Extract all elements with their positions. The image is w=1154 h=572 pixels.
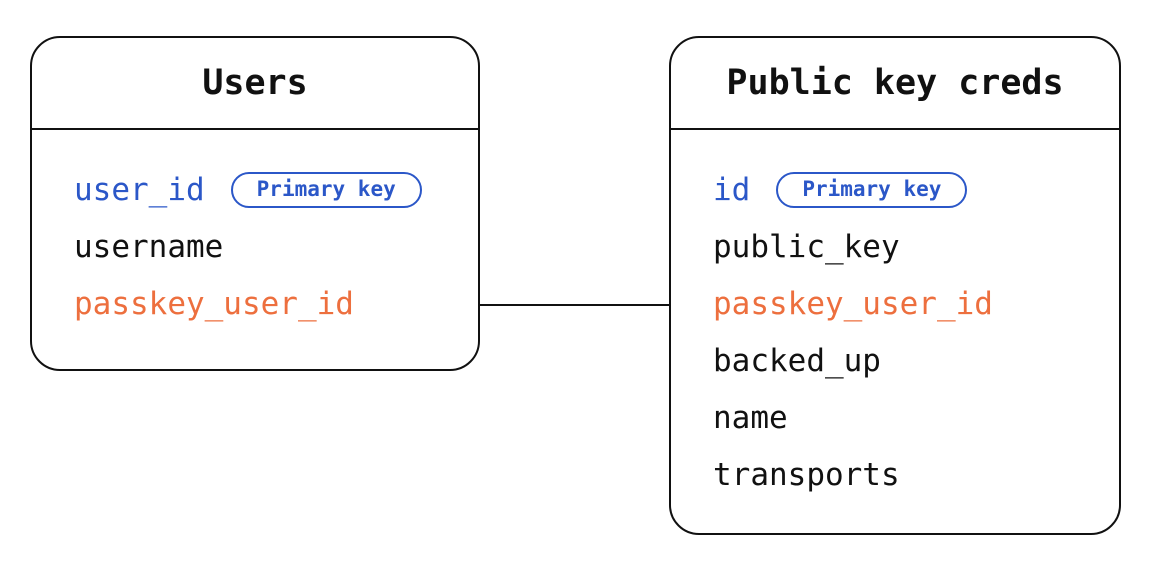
relationship-connector-line [480,304,669,306]
field-name-username: username [74,228,224,265]
entity-table-users: Users user_id Primary key username passk… [30,36,480,371]
entity-table-public-key-creds: Public key creds id Primary key public_k… [669,36,1121,535]
field-row-public-key: public_key [713,218,1103,275]
primary-key-badge: Primary key [230,171,422,208]
field-name-transports: transports [713,456,900,493]
users-table-fields: user_id Primary key username passkey_use… [32,130,478,332]
public-key-creds-table-fields: id Primary key public_key passkey_user_i… [671,130,1119,503]
field-row-username: username [74,218,462,275]
field-name-passkey-user-id: passkey_user_id [74,285,354,322]
field-row-id: id Primary key [713,161,1103,218]
field-name-name: name [713,399,788,436]
primary-key-badge: Primary key [776,171,968,208]
field-name-user-id: user_id [74,171,205,208]
field-name-backed-up: backed_up [713,342,881,379]
users-table-title: Users [32,38,478,130]
field-row-user-id: user_id Primary key [74,161,462,218]
field-row-transports: transports [713,446,1103,503]
field-name-public-key: public_key [713,228,900,265]
public-key-creds-table-title: Public key creds [671,38,1119,130]
field-row-passkey-user-id: passkey_user_id [74,275,462,332]
field-row-passkey-user-id: passkey_user_id [713,275,1103,332]
field-name-passkey-user-id: passkey_user_id [713,285,993,322]
field-row-backed-up: backed_up [713,332,1103,389]
field-name-id: id [713,171,751,208]
field-row-name: name [713,389,1103,446]
